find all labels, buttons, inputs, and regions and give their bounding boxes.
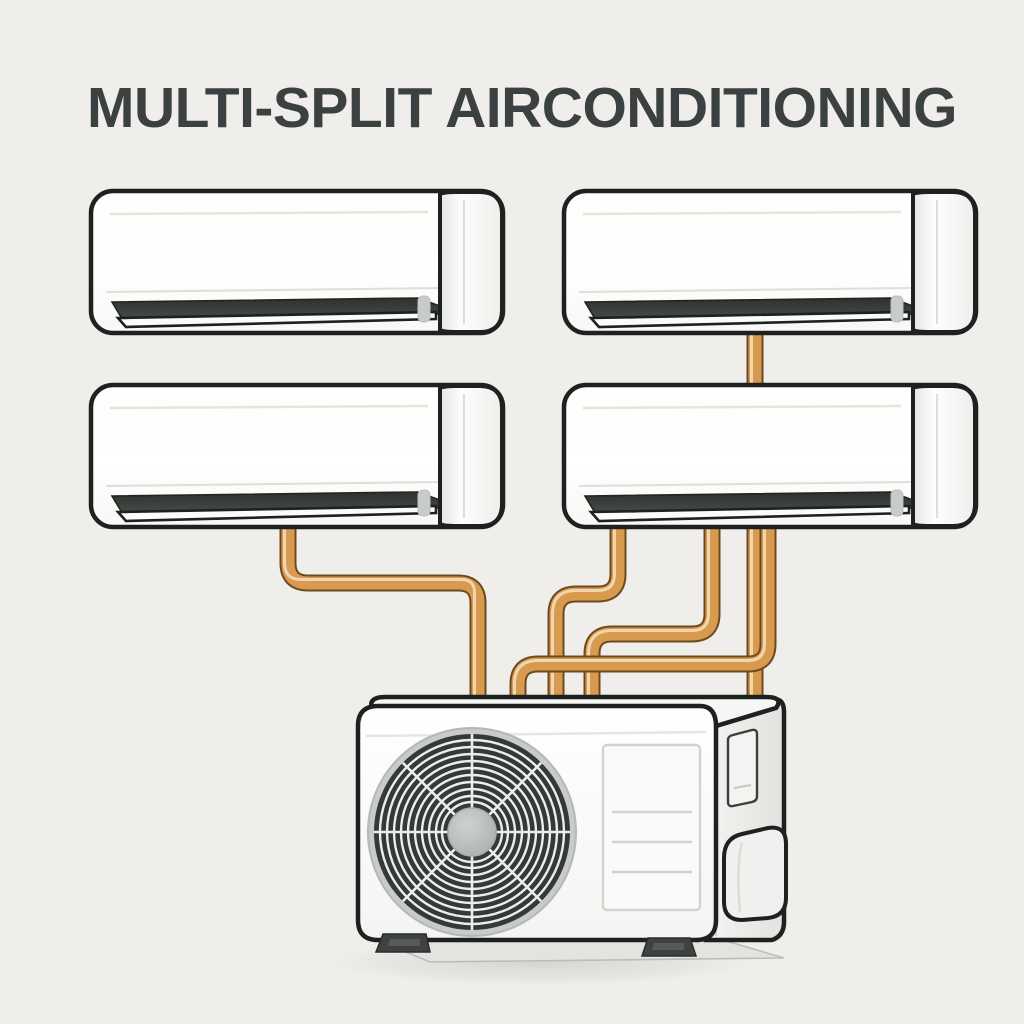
- pipe-run-bottom-left: [279, 517, 487, 721]
- outdoor-condenser-unit[interactable]: [310, 694, 788, 988]
- outdoor-vent-panel: [601, 743, 702, 912]
- outdoor-side-label-plate: [726, 728, 759, 808]
- outdoor-valve-cover: [722, 825, 788, 923]
- pipe-run-bottom-right-b: [583, 517, 721, 721]
- outdoor-unit-feet: [374, 933, 698, 957]
- indoor-unit-top-left[interactable]: [91, 191, 503, 333]
- page-title: MULTI-SPLIT AIRCONDITIONING: [87, 76, 957, 140]
- indoor-unit-bottom-left[interactable]: [91, 385, 503, 527]
- indoor-unit-top-right[interactable]: [564, 191, 976, 333]
- outdoor-front-top-line: [365, 730, 707, 738]
- pipe-run-bottom-right-a: [547, 517, 627, 721]
- pipe-run-bottom-right-c: [509, 517, 777, 721]
- condenser-fan-grille: [367, 727, 577, 937]
- indoor-unit-bottom-right[interactable]: [564, 385, 976, 527]
- fan-hub: [447, 807, 497, 857]
